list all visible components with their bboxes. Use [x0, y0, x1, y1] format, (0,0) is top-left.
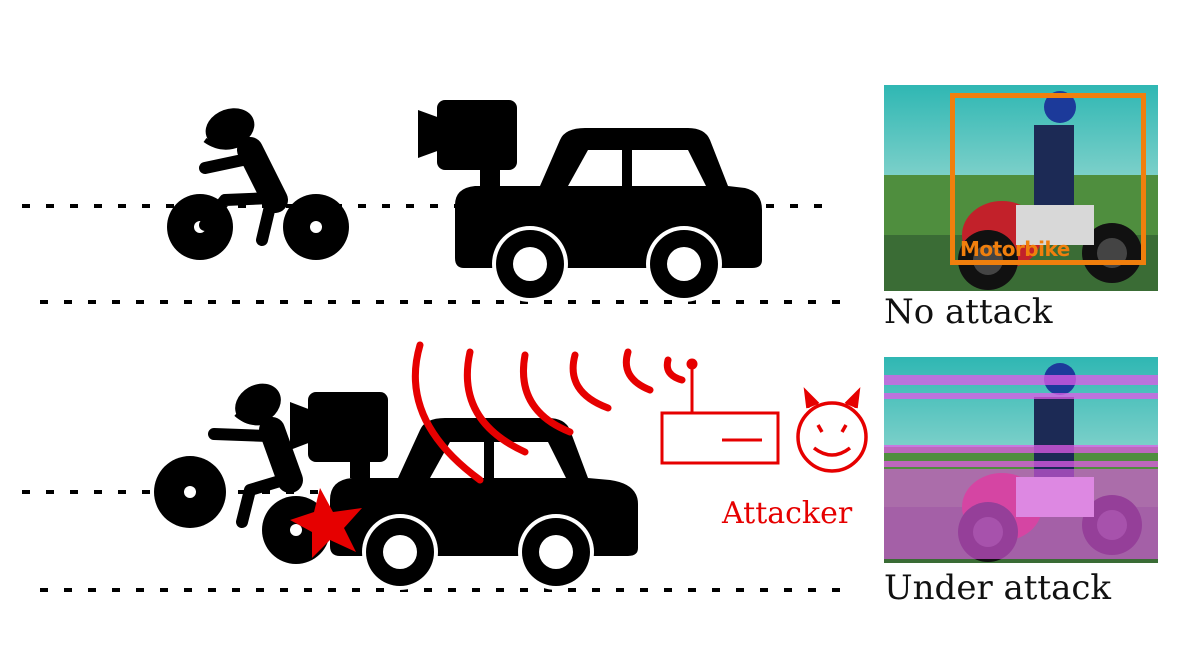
detection-label: Motorbike — [960, 237, 1070, 261]
caption-under-attack: Under attack — [884, 568, 1112, 608]
detection-box — [950, 93, 1146, 265]
camera-frame-under-attack — [884, 357, 1158, 563]
cyclist-icon — [167, 108, 349, 260]
devil-face-icon — [796, 387, 868, 473]
collision-star-icon — [290, 488, 362, 558]
car-icon — [455, 128, 762, 302]
motorbike-photo-glitched — [884, 357, 1158, 563]
camera-icon — [418, 100, 517, 186]
attacker-label: Attacker — [722, 496, 853, 531]
radio-transmitter-icon — [660, 358, 780, 465]
camera-frame-no-attack: Motorbike — [884, 85, 1158, 291]
motorbike-photo — [884, 85, 1158, 291]
signal-waves-icon — [411, 341, 686, 484]
car-icon-attacked — [330, 418, 638, 590]
fallen-cyclist-icon — [154, 383, 330, 564]
camera-icon-attacked — [290, 392, 388, 478]
caption-no-attack: No attack — [884, 292, 1053, 332]
